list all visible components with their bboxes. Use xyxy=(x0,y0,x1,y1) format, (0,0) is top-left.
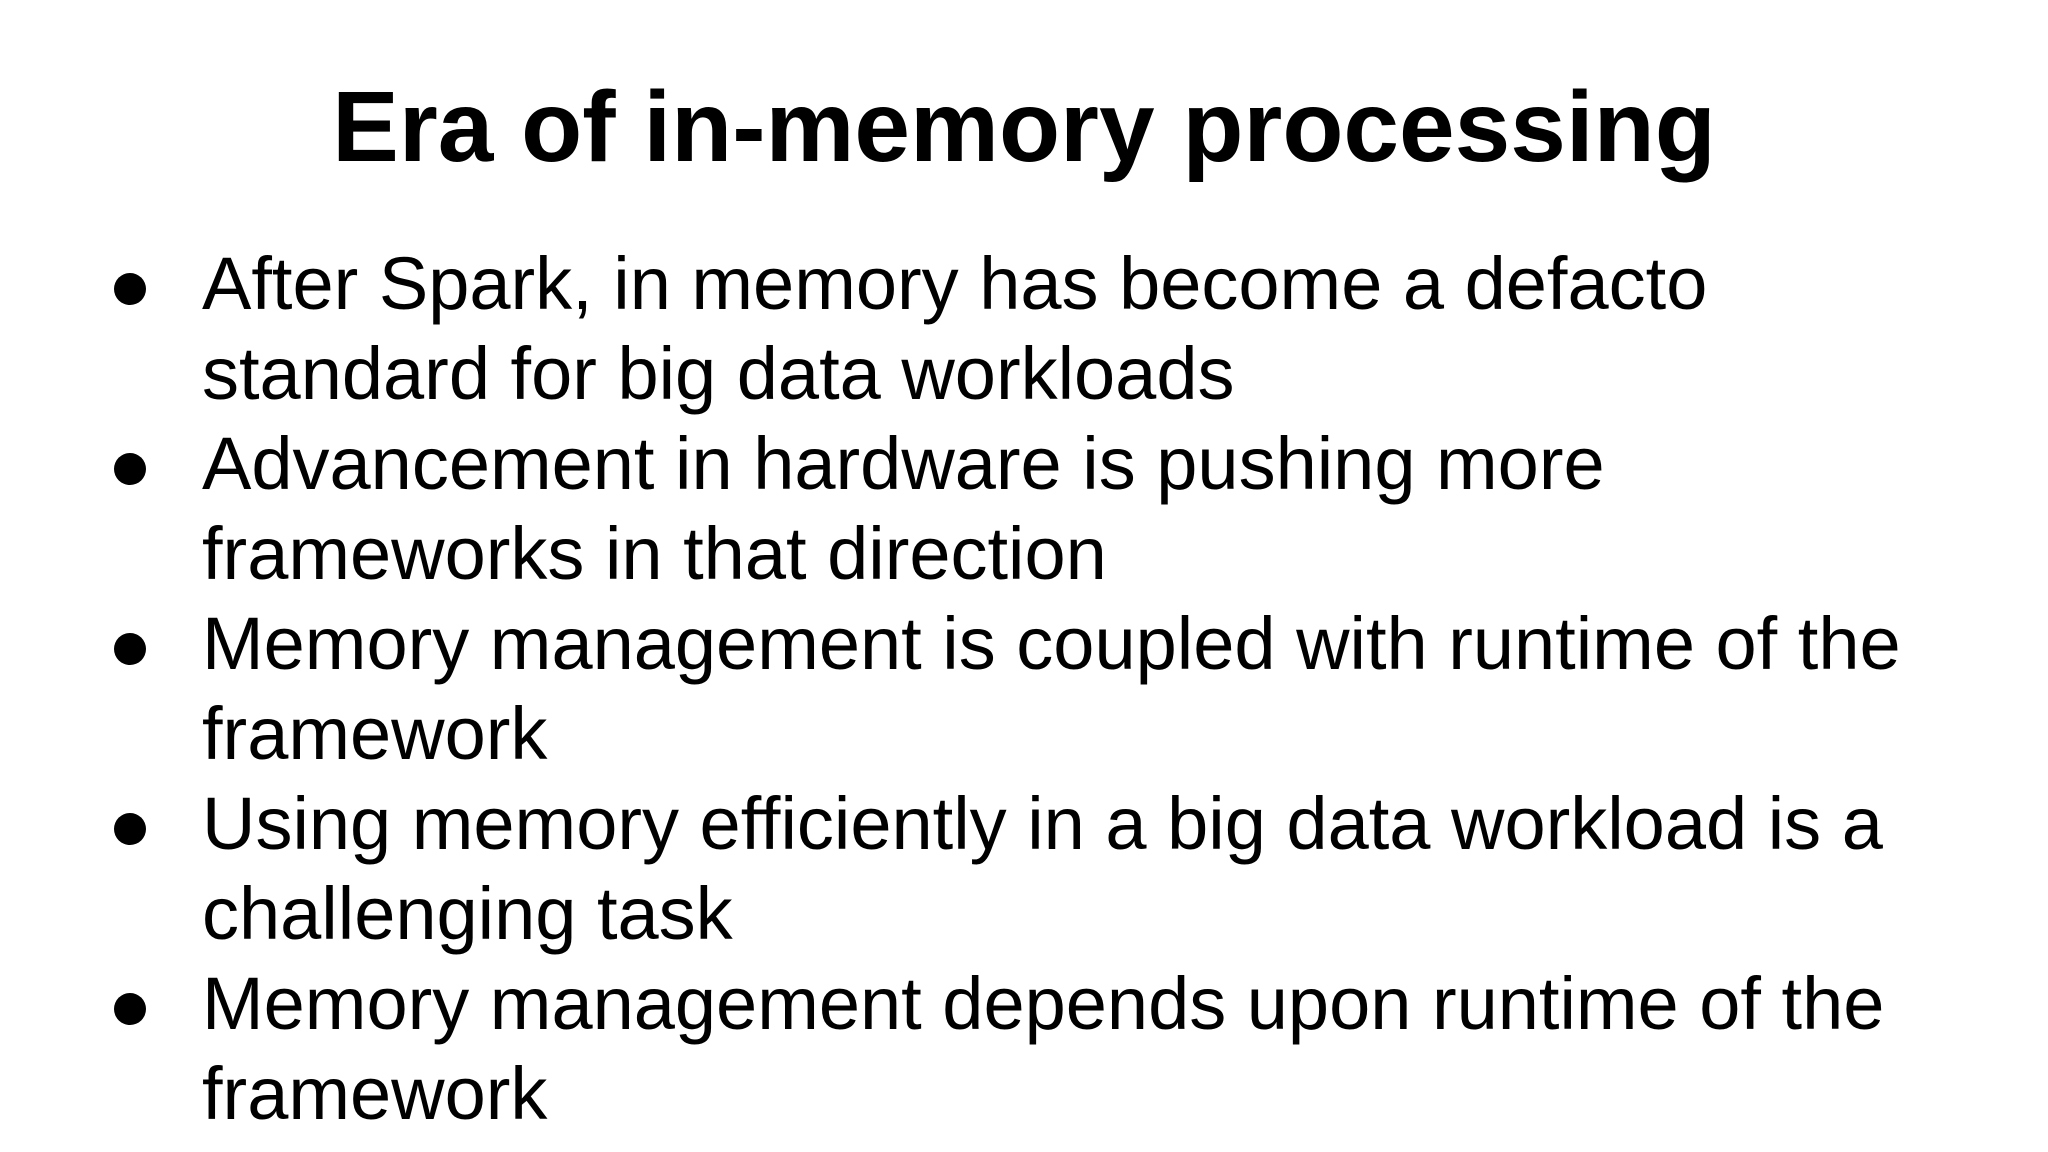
bullet-item: Using memory efficiently in a big data w… xyxy=(0,779,2048,959)
bullet-list: After Spark, in memory has become a defa… xyxy=(0,239,2048,1139)
bullet-item: Memory management is coupled with runtim… xyxy=(0,599,2048,779)
bullet-icon xyxy=(114,633,146,665)
bullet-text: After Spark, in memory has become a defa… xyxy=(202,242,1708,415)
bullet-item: Memory management depends upon runtime o… xyxy=(0,959,2048,1139)
slide: Era of in-memory processing After Spark,… xyxy=(0,67,2048,1152)
bullet-text: Memory management depends upon runtime o… xyxy=(202,962,1885,1135)
bullet-icon xyxy=(114,993,146,1025)
bullet-text: Using memory efficiently in a big data w… xyxy=(202,782,1883,955)
bullet-icon xyxy=(114,813,146,845)
bullet-icon xyxy=(114,273,146,305)
bullet-icon xyxy=(114,453,146,485)
bullet-item: Advancement in hardware is pushing more … xyxy=(0,419,2048,599)
bullet-item: After Spark, in memory has become a defa… xyxy=(0,239,2048,419)
bullet-text: Advancement in hardware is pushing more … xyxy=(202,422,1605,595)
slide-title: Era of in-memory processing xyxy=(332,71,1716,183)
bullet-text: Memory management is coupled with runtim… xyxy=(202,602,1901,775)
